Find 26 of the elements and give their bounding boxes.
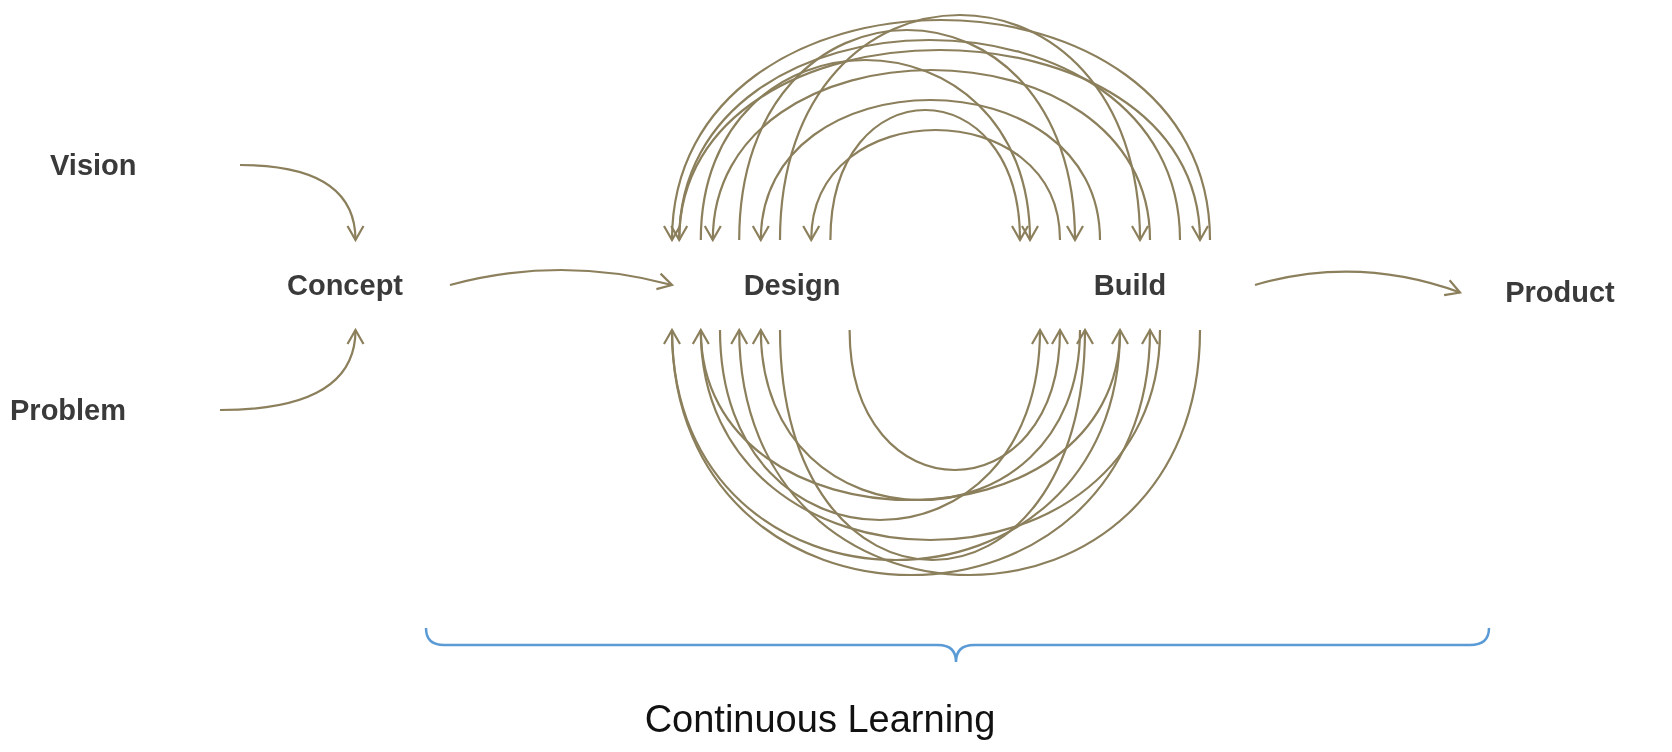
node-label: Product: [1505, 276, 1615, 309]
curved-arrow: [718, 328, 1048, 521]
curved-arrow: [693, 328, 1162, 541]
curved-arrow: [738, 29, 1083, 242]
curved-arrow: [753, 328, 1082, 501]
curved-arrow: [731, 328, 1202, 576]
curved-arrow: [1254, 270, 1462, 297]
curved-arrow: [706, 69, 1152, 242]
curved-arrow: [804, 129, 1062, 242]
curved-arrow: [778, 328, 1093, 561]
curved-arrow: [778, 14, 1148, 242]
curved-arrow: [219, 328, 364, 412]
node-label: Build: [1093, 268, 1167, 302]
node-label: Vision: [50, 148, 137, 182]
node-label: Concept: [287, 268, 403, 302]
curved-arrow: [449, 268, 674, 291]
node-label: Problem: [10, 393, 127, 427]
curved-arrow: [665, 19, 1212, 242]
curved-arrow: [848, 328, 1068, 471]
curved-arrow: [239, 163, 364, 242]
curved-arrow: [699, 328, 1127, 501]
curved-arrow: [699, 59, 1038, 242]
curved-arrow: [829, 109, 1028, 242]
bracket-label: Continuous Learning: [643, 698, 997, 741]
node-label: Design: [743, 268, 841, 302]
curved-arrow: [753, 99, 1102, 242]
